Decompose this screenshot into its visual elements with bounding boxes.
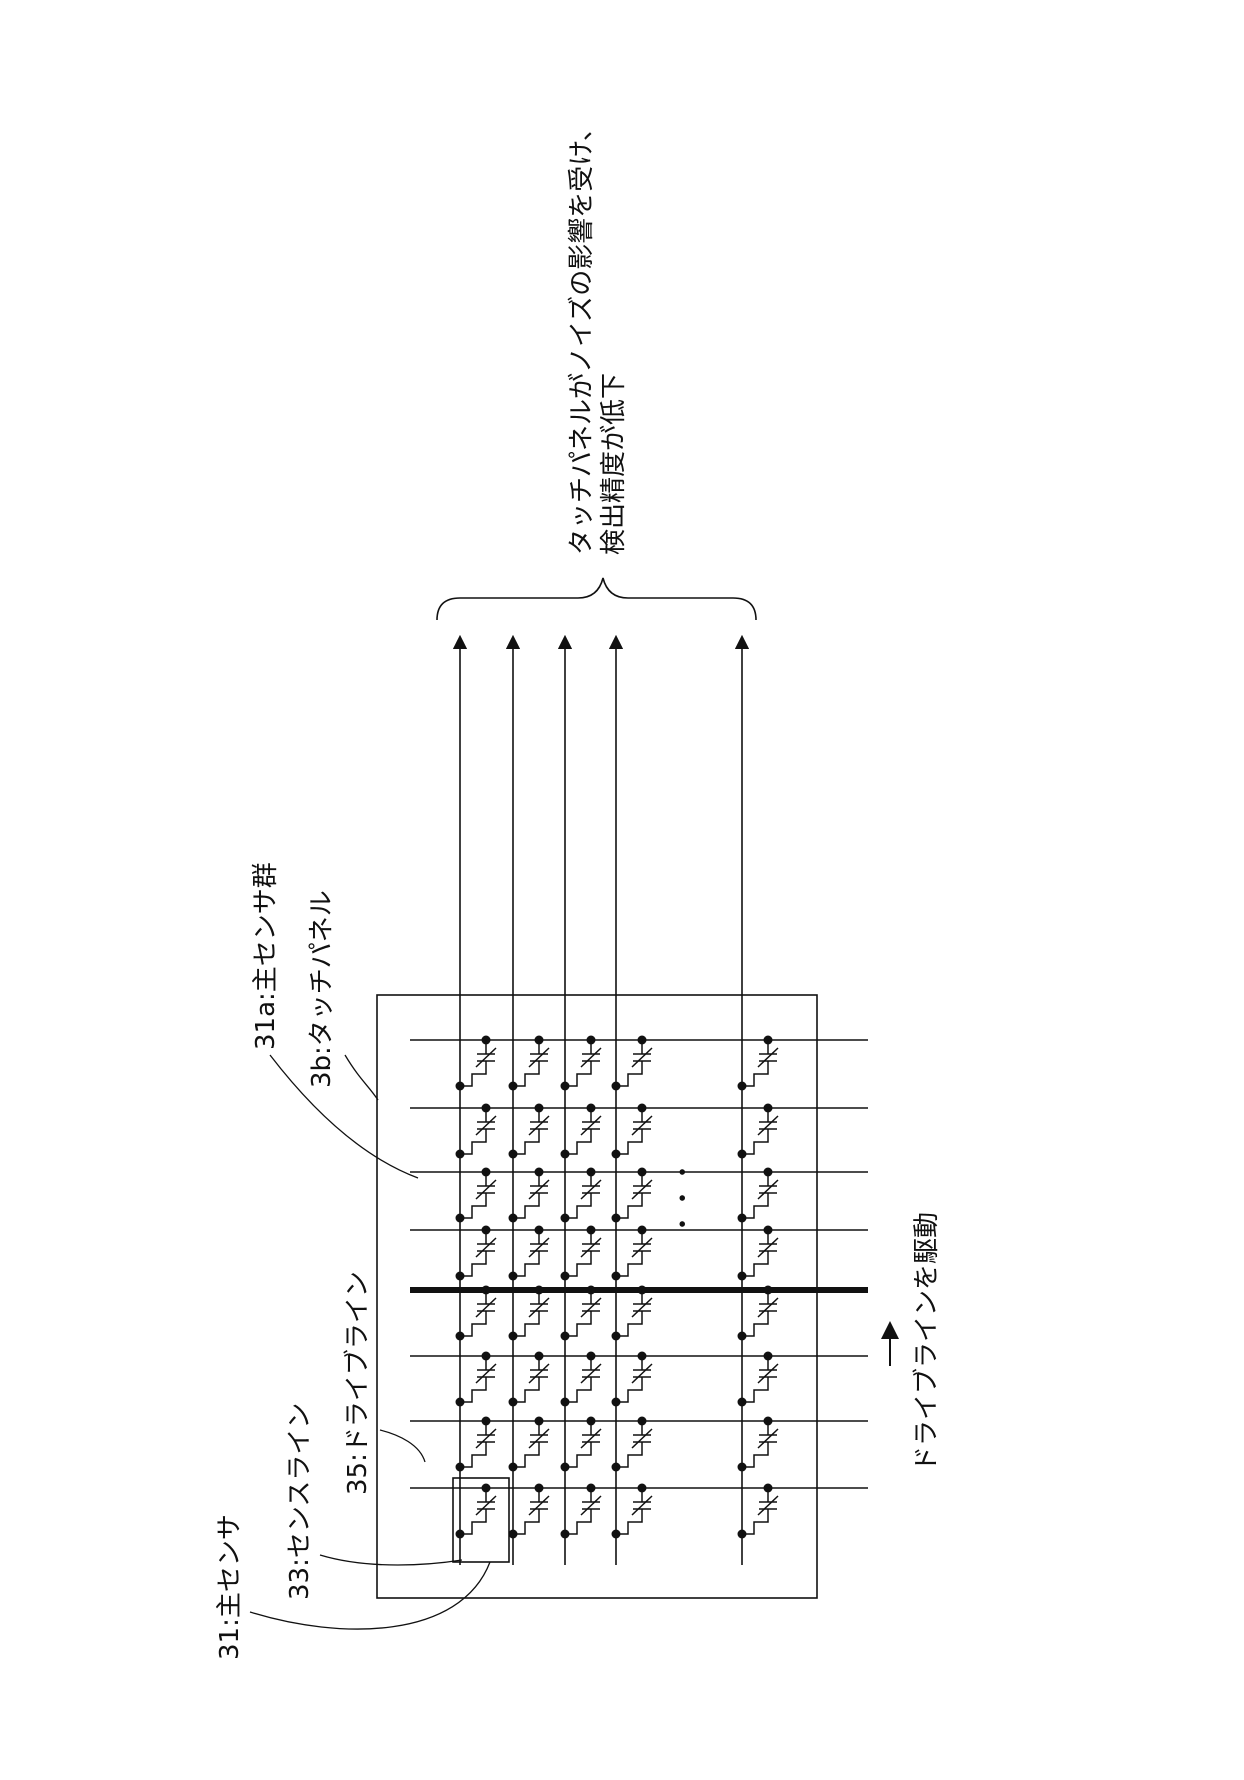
sensor-wire: [565, 1061, 591, 1086]
sensor-wire: [513, 1377, 539, 1402]
touch-panel-leader: [345, 1055, 378, 1100]
sensor-wire: [460, 1442, 486, 1467]
sensor-wire: [616, 1377, 642, 1402]
sensor-wire: [513, 1129, 539, 1154]
sensor-wire: [513, 1509, 539, 1534]
sensor-wire: [565, 1311, 591, 1336]
sensor-wire: [513, 1061, 539, 1086]
noise-effect-label-line2: 検出精度が低下: [599, 373, 629, 555]
ellipsis: ・・・: [669, 1159, 699, 1237]
sensor-group-leader: [270, 1055, 418, 1178]
sense-line-label: 33:センスライン: [285, 1403, 315, 1600]
sensor-wire: [460, 1311, 486, 1336]
sensor-wire: [460, 1509, 486, 1534]
sensor-grid: [410, 642, 868, 1565]
sensor-wire: [565, 1509, 591, 1534]
sensor-wire: [565, 1251, 591, 1276]
sensor-wire: [565, 1377, 591, 1402]
noise-effect-label-line1: タッチパネルがノイズの影響を受け、: [567, 115, 597, 555]
sensor-wire: [616, 1251, 642, 1276]
sensor-wire: [742, 1311, 768, 1336]
drive-line-leader: [380, 1430, 425, 1462]
main-sensor-box: [453, 1478, 509, 1562]
sensor-wire: [742, 1377, 768, 1402]
sensor-wire: [460, 1129, 486, 1154]
sensor-wire: [742, 1251, 768, 1276]
sensor-wire: [742, 1129, 768, 1154]
sensor-wire: [742, 1509, 768, 1534]
sensor-wire: [616, 1061, 642, 1086]
sensor-wire: [616, 1193, 642, 1218]
sensor-group-label: 31a:主センサ群: [251, 862, 281, 1050]
main-sensor-label: 31:主センサ: [215, 1514, 245, 1660]
sense-line-leader: [320, 1555, 462, 1565]
sensor-wire: [565, 1129, 591, 1154]
sensor-wire: [616, 1442, 642, 1467]
sensor-wire: [460, 1193, 486, 1218]
sensor-wire: [616, 1311, 642, 1336]
sensor-wire: [460, 1377, 486, 1402]
touch-panel-label: 3b:タッチパネル: [307, 890, 337, 1088]
sensor-wire: [616, 1509, 642, 1534]
sensor-wire: [513, 1193, 539, 1218]
sensor-wire: [460, 1251, 486, 1276]
sensor-wire: [742, 1061, 768, 1086]
drive-line-label: 35:ドライブライン: [343, 1271, 373, 1495]
drive-direction-label: ドライブラインを駆動: [912, 1212, 942, 1472]
sensor-wire: [565, 1442, 591, 1467]
sensor-wire: [742, 1193, 768, 1218]
output-brace: [437, 578, 756, 620]
sensor-wire: [460, 1061, 486, 1086]
sensor-wire: [513, 1311, 539, 1336]
sensor-wire: [513, 1251, 539, 1276]
sensor-wire: [513, 1442, 539, 1467]
sensor-wire: [742, 1442, 768, 1467]
sensor-wire: [616, 1129, 642, 1154]
sensor-wire: [565, 1193, 591, 1218]
